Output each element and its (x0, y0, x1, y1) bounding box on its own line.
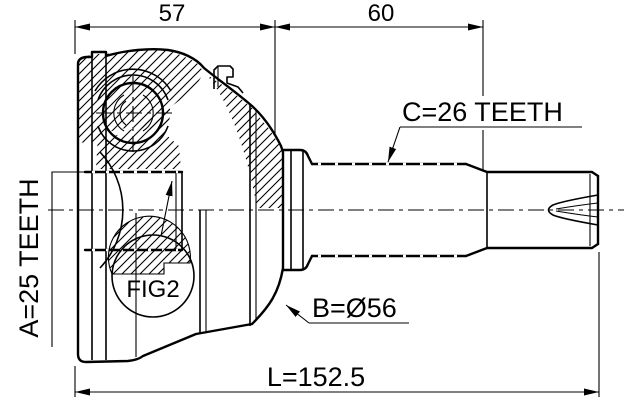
b-diameter-text: B=Ø56 (312, 293, 397, 323)
dim-60-text: 60 (368, 0, 395, 27)
bell-outline (76, 48, 285, 364)
dim-l-text: L=152.5 (267, 362, 365, 392)
ball-highlight-arc (113, 94, 125, 132)
bell-housing (76, 48, 285, 364)
fig2-label: FIG2 (126, 276, 179, 303)
label-a-teeth: A=25 TEETH (14, 171, 86, 347)
end-section-top (485, 170, 600, 178)
label-b-diameter: B=Ø56 (285, 293, 409, 324)
fig2-hatch (107, 215, 191, 275)
underline-leader (51, 171, 86, 347)
cage-arc-bottom (97, 125, 169, 152)
cage-arc-top (97, 74, 169, 101)
spline-taper-bottom (464, 246, 489, 258)
flange-top (281, 148, 314, 166)
label-c-teeth: C=26 TEETH (387, 97, 582, 163)
c-teeth-text: C=26 TEETH (402, 97, 563, 127)
spline-taper-top (464, 162, 489, 174)
dim-57-text: 57 (159, 0, 186, 27)
snap-ring-tab (213, 65, 244, 94)
leader (285, 304, 310, 324)
a-teeth-text: A=25 TEETH (14, 178, 44, 337)
shaft (281, 148, 600, 272)
ball-highlight-arc (142, 94, 154, 132)
fig2-leader (160, 180, 173, 237)
end-slot (547, 194, 599, 226)
ball-bearing (94, 68, 172, 152)
end-slot-inner (555, 202, 599, 210)
dimension-57: 57 (74, 0, 276, 134)
fig2-detail: FIG2 (107, 180, 195, 318)
cage-arc-top-outer (94, 68, 172, 92)
flange-bottom (281, 254, 314, 272)
end-section-bottom (485, 242, 600, 250)
dimension-l: L=152.5 (74, 252, 600, 397)
leader (387, 126, 401, 163)
hatch-back-wall (206, 74, 283, 208)
dimension-60: 60 (275, 0, 484, 170)
end-slot-inner (555, 210, 599, 218)
hatch-top-wall (78, 49, 204, 151)
